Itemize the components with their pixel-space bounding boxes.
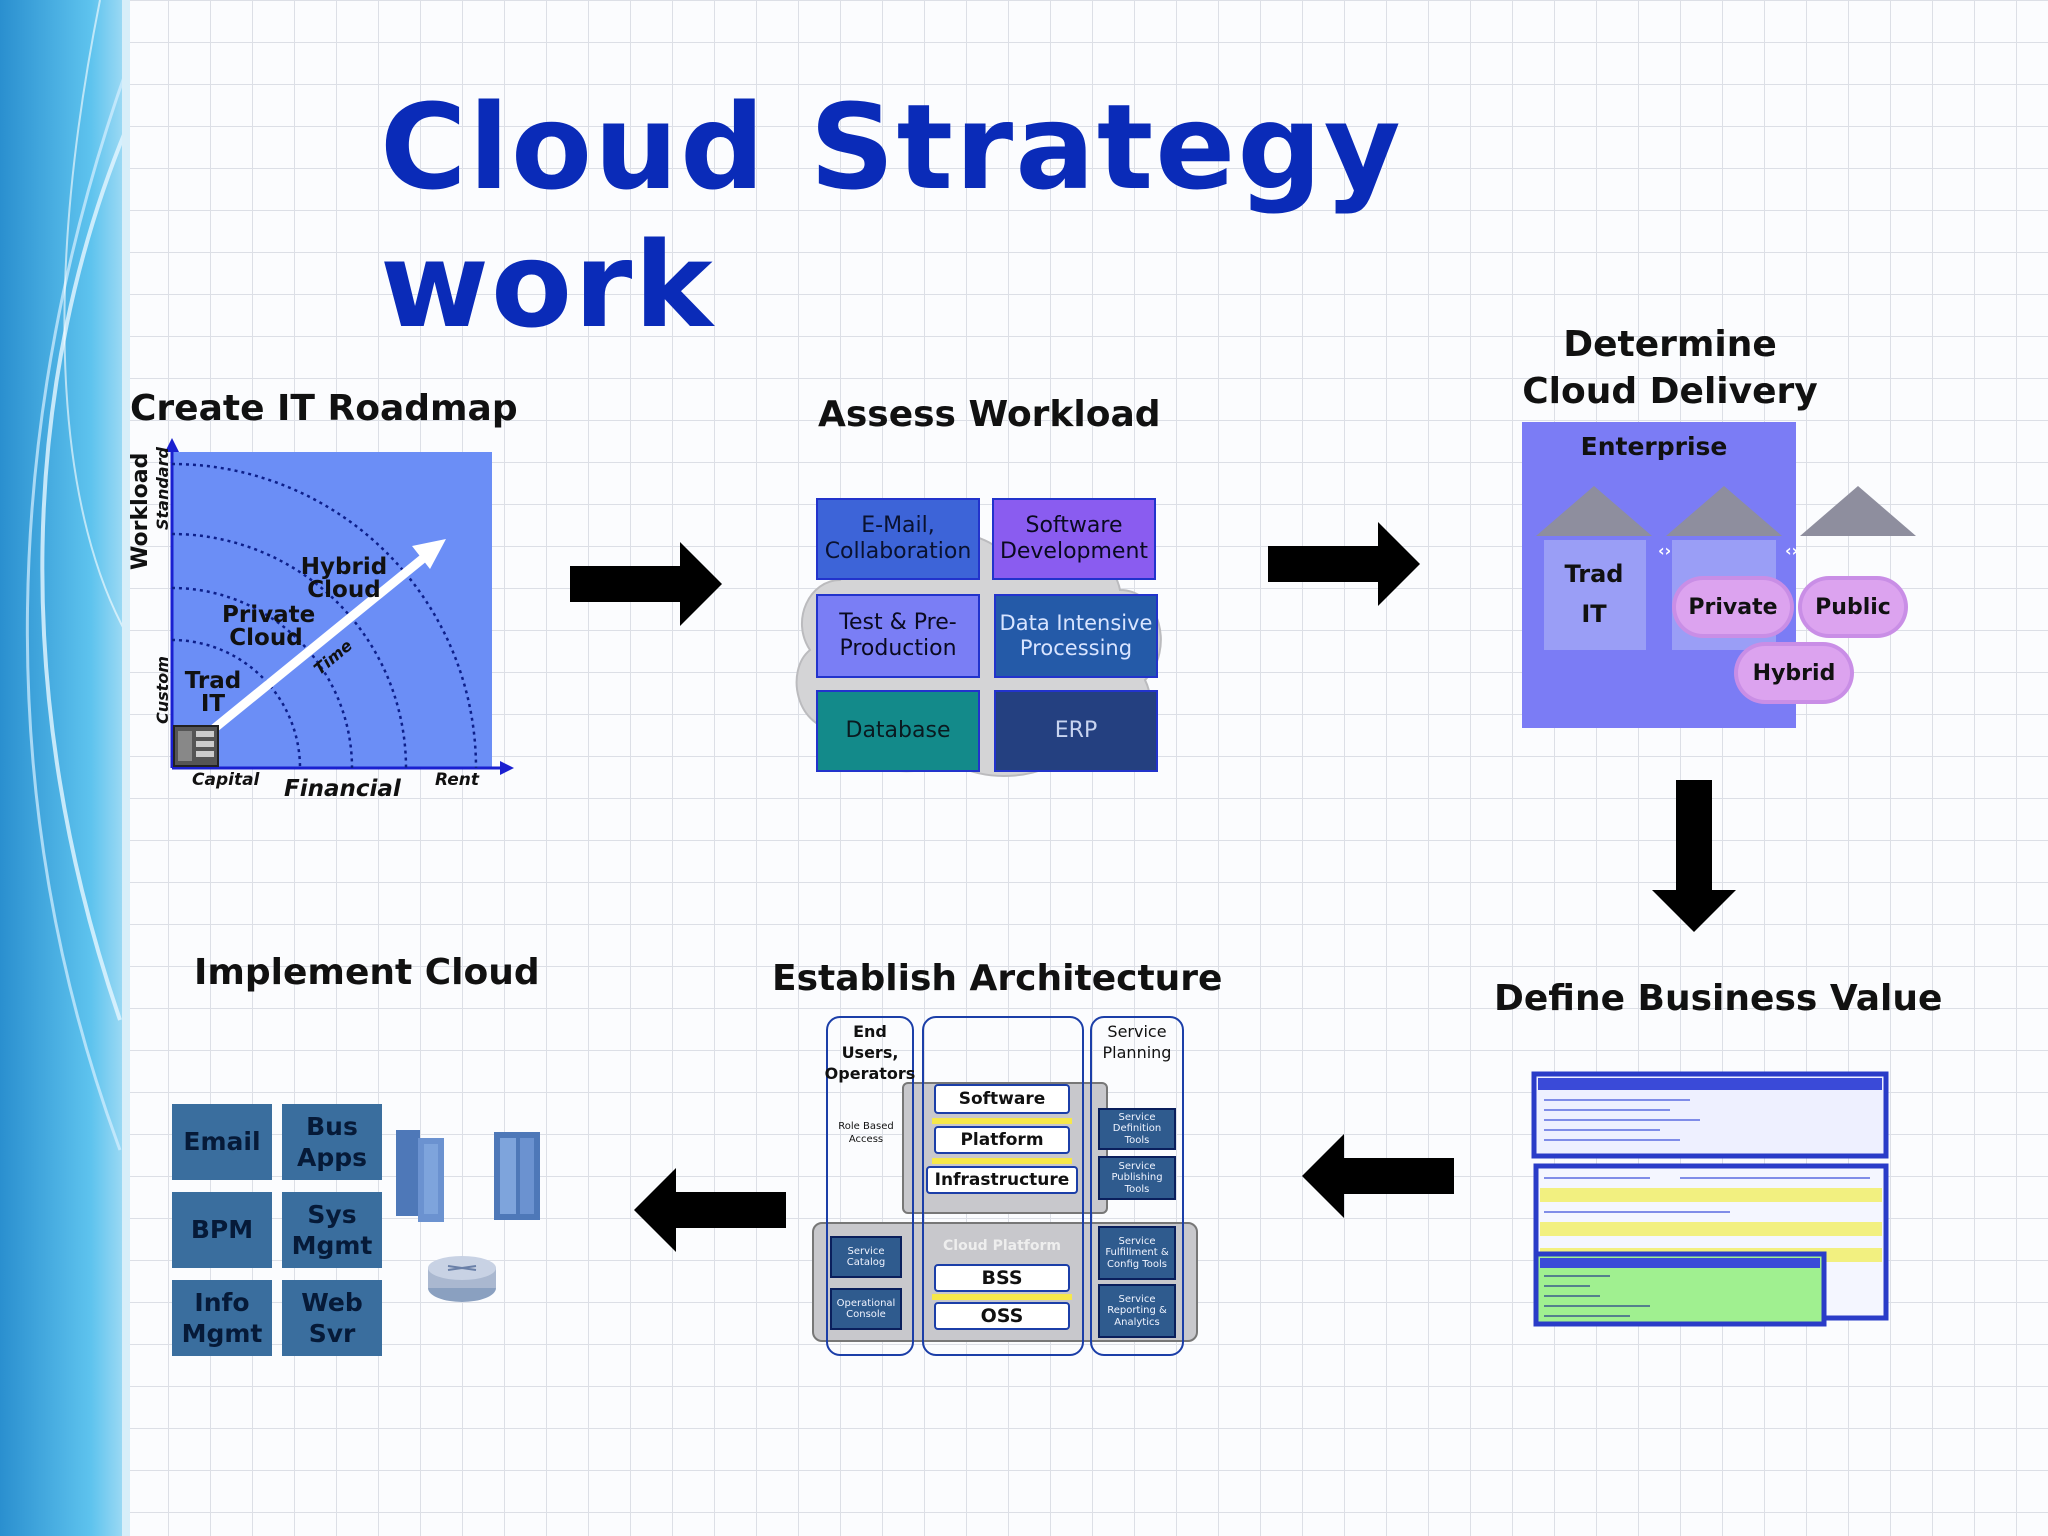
workload-box-email: E-Mail, Collaboration [816, 498, 980, 580]
arrow-left-icon [1302, 1134, 1454, 1218]
implement-tile-email: Email [172, 1104, 272, 1180]
decorative-sidebar [0, 0, 130, 1536]
architecture-column-users [826, 1016, 914, 1356]
roadmap-x-tick-rent: Rent [435, 770, 480, 790]
server-rack-icon [396, 1130, 540, 1302]
business-value-spreadsheet [1531, 1071, 1889, 1327]
architecture-column-planning [1090, 1016, 1184, 1356]
architecture-layer-software: Software [934, 1084, 1070, 1114]
roadmap-y-tick-standard: Standard [153, 447, 172, 530]
architecture-separator [932, 1158, 1072, 1164]
architecture-service-fulfillment: Service Fulfillment & Config Tools [1098, 1226, 1176, 1280]
delivery-private-cloud: Private [1676, 580, 1790, 634]
roadmap-diagram [165, 438, 514, 775]
architecture-role-access: Role Based Access [838, 1121, 894, 1145]
workload-box-data-intensive: Data Intensive Processing [994, 594, 1158, 678]
architecture-column-center [922, 1016, 1084, 1356]
delivery-it-label: IT [1581, 600, 1607, 628]
business-value-title: Define Business Value [1494, 978, 1943, 1019]
implement-title: Implement Cloud [194, 952, 540, 993]
roadmap-x-tick-capital: Capital [192, 770, 260, 790]
delivery-enterprise-label: Enterprise [1580, 432, 1728, 461]
architecture-end-users: End Users, Operators [824, 1022, 916, 1083]
workload-title: Assess Workload [818, 394, 1161, 435]
workload-box-test: Test & Pre-Production [816, 594, 980, 678]
architecture-operational-console: Operational Console [830, 1288, 902, 1330]
delivery-public-cloud: Public [1802, 580, 1904, 634]
router-icon [428, 1256, 496, 1302]
architecture-layer-oss: OSS [934, 1302, 1070, 1330]
roadmap-title: Create IT Roadmap [130, 388, 518, 429]
architecture-service-definition: Service Definition Tools [1098, 1108, 1176, 1150]
roadmap-y-tick-custom: Custom [153, 656, 172, 724]
roadmap-hybrid-cloud: Hybrid Cloud [300, 554, 388, 603]
roadmap-y-axis-label: Workload [128, 452, 153, 570]
implement-tile-bpm: BPM [172, 1192, 272, 1268]
implement-tile-info-mgmt: Info Mgmt [172, 1280, 272, 1356]
arrow-left-icon [634, 1168, 786, 1252]
arrow-right-icon [570, 542, 722, 626]
svg-text:‹›: ‹› [1785, 541, 1798, 560]
architecture-separator [932, 1294, 1072, 1300]
workload-box-software-dev: Software Development [992, 498, 1156, 580]
architecture-layer-platform: Platform [934, 1126, 1070, 1154]
implement-tile-bus-apps: Bus Apps [282, 1104, 382, 1180]
server-icon [173, 725, 219, 767]
architecture-separator [932, 1118, 1072, 1124]
workload-box-database: Database [816, 690, 980, 772]
architecture-service-catalog: Service Catalog [830, 1236, 902, 1278]
workload-box-erp: ERP [994, 690, 1158, 772]
roadmap-private-cloud: Private Cloud [222, 602, 316, 651]
architecture-title: Establish Architecture [772, 958, 1223, 999]
implement-tile-web-svr: Web Svr [282, 1280, 382, 1356]
arrow-down-icon [1652, 780, 1736, 932]
architecture-service-publishing: Service Publishing Tools [1098, 1156, 1176, 1200]
delivery-trad-label: Trad [1564, 560, 1624, 588]
architecture-service-planning: Service Planning [1102, 1022, 1172, 1062]
implement-tile-sys-mgmt: Sys Mgmt [282, 1192, 382, 1268]
architecture-layer-infrastructure: Infrastructure [926, 1166, 1078, 1194]
arrow-right-icon [1268, 522, 1420, 606]
svg-text:‹›: ‹› [1658, 541, 1671, 560]
architecture-service-reporting: Service Reporting & Analytics [1098, 1284, 1176, 1338]
architecture-platform-caption: Cloud Platform [943, 1238, 1061, 1254]
roadmap-trad-it: Trad IT [184, 668, 242, 717]
roadmap-x-axis-label: Financial [284, 776, 401, 802]
page-title: Cloud Strategy work [380, 78, 1403, 354]
delivery-hybrid-cloud: Hybrid [1738, 646, 1850, 700]
architecture-layer-bss: BSS [934, 1264, 1070, 1292]
